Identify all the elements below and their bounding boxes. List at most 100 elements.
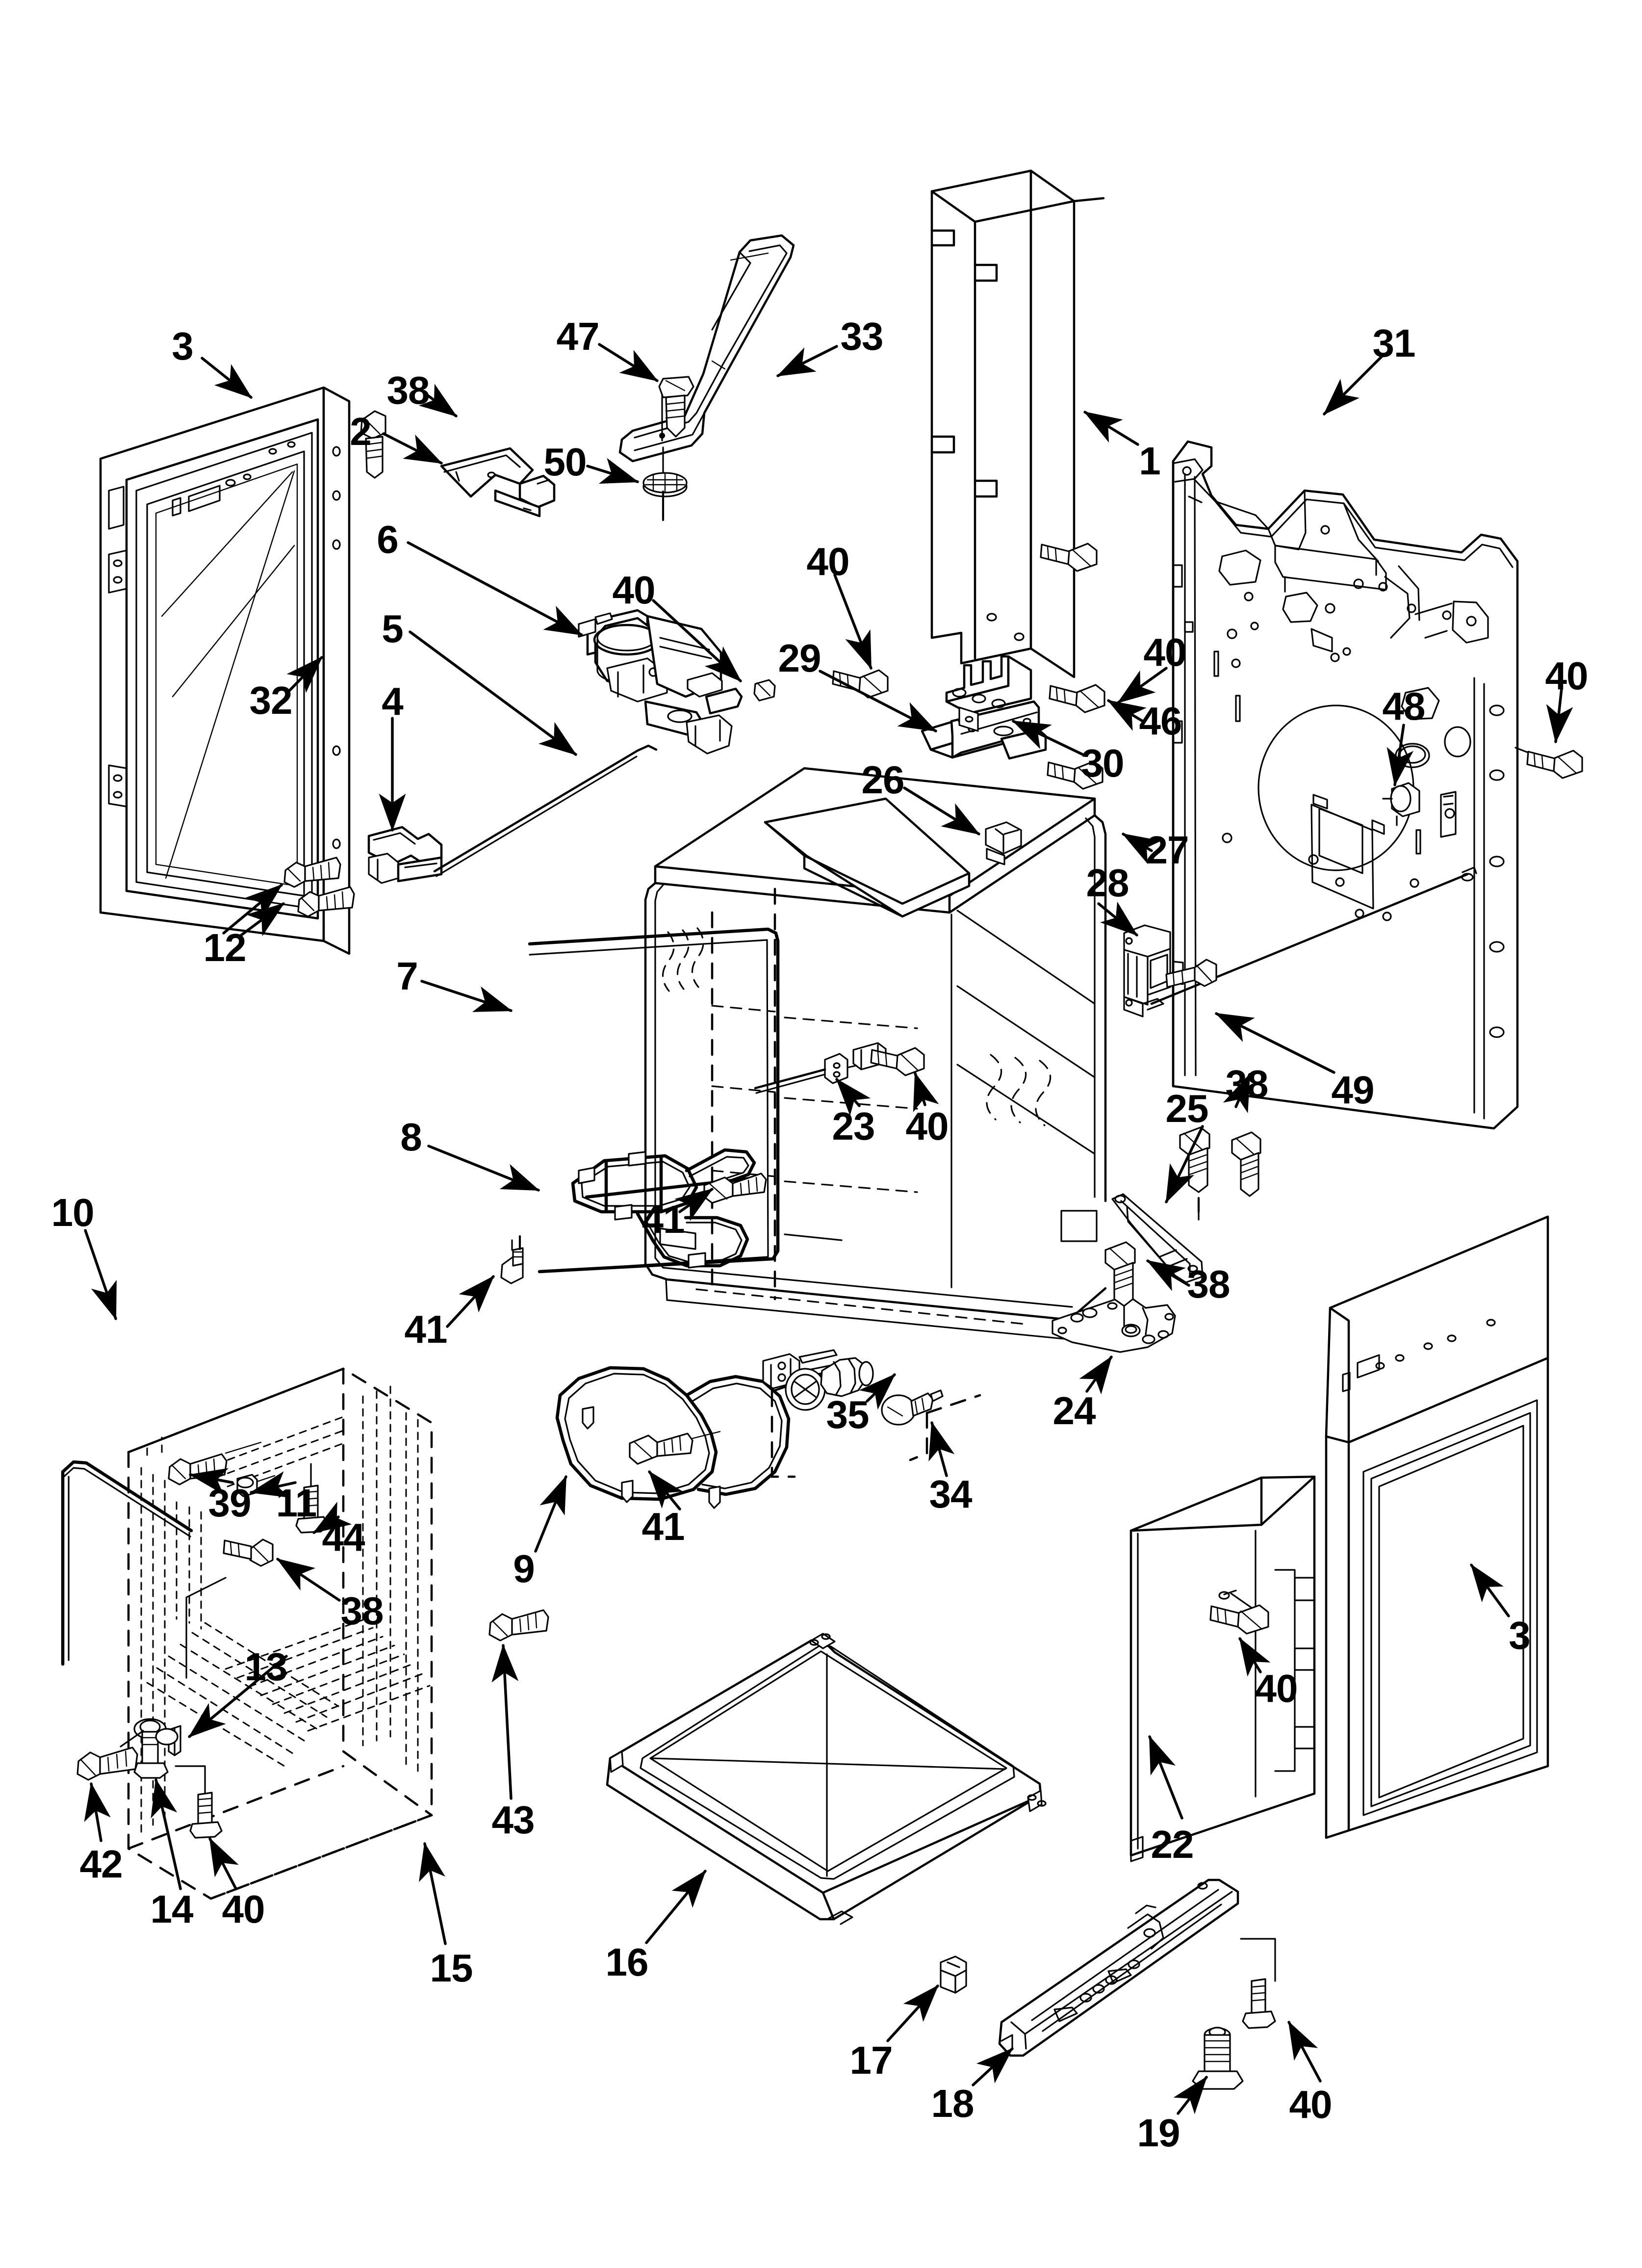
callout-number-5: 5: [382, 607, 403, 651]
part-screw-38-d: [223, 1538, 274, 1567]
callout-number-41: 41: [404, 1307, 448, 1351]
callout-number-10: 10: [51, 1191, 95, 1234]
callout-number-34: 34: [929, 1472, 973, 1516]
callout-number-41: 41: [641, 1505, 685, 1548]
callout-number-28: 28: [1086, 861, 1129, 905]
part-grommet-plug: [1382, 782, 1420, 826]
callout-number-48: 48: [1382, 684, 1426, 728]
part-screw-38-c: [1104, 1241, 1136, 1328]
callout-number-32: 32: [249, 678, 293, 722]
callout-number-12: 12: [203, 926, 247, 969]
callout-number-44: 44: [322, 1515, 365, 1559]
callout-number-9: 9: [513, 1547, 535, 1590]
part-leveling-nut-14: [120, 1718, 179, 1779]
callout-number-17: 17: [849, 2038, 893, 2082]
callout-number-41: 41: [641, 1198, 685, 1241]
callout-number-26: 26: [861, 758, 905, 802]
part-door-panel-right: [1325, 1215, 1549, 1839]
part-latch-rod: [433, 744, 658, 877]
callout-number-14: 14: [150, 1887, 194, 1931]
callout-number-31: 31: [1372, 321, 1416, 365]
callout-number-29: 29: [778, 636, 821, 680]
callout-number-13: 13: [244, 1645, 288, 1689]
part-door-panel-left: [99, 386, 351, 955]
callout-number-3: 3: [172, 324, 193, 368]
callout-number-8: 8: [400, 1115, 422, 1159]
part-screw-41-c: [629, 1431, 721, 1465]
part-hinge-plate-24: [1052, 1298, 1176, 1353]
callout-number-40: 40: [1545, 654, 1589, 698]
callout-number-38: 38: [386, 368, 430, 412]
callout-number-40: 40: [612, 568, 656, 612]
callout-number-2: 2: [350, 410, 371, 453]
part-screw-38-near-28: [1165, 959, 1217, 988]
callout-number-39: 39: [208, 1481, 252, 1525]
callout-number-38: 38: [1225, 1062, 1269, 1106]
callout-number-43: 43: [491, 1798, 535, 1842]
callout-number-1: 1: [1139, 439, 1160, 483]
part-handle-bracket: [618, 234, 795, 481]
callout-number-40: 40: [806, 540, 850, 583]
part-terminal-block-bracket: [1123, 924, 1171, 1017]
callout-number-15: 15: [430, 1946, 473, 1990]
part-insulation-wrap-wire: [61, 1460, 193, 1666]
part-screw-42: [77, 1747, 138, 1781]
part-screw-40-f: [175, 1765, 223, 1839]
callout-number-33: 33: [840, 314, 884, 358]
callout-number-18: 18: [931, 2082, 975, 2125]
leader-lines: [84, 343, 1573, 2115]
callout-number-40: 40: [1289, 2083, 1333, 2126]
part-screw-46: [1049, 684, 1105, 713]
part-screw-47: [658, 376, 694, 438]
callout-number-25: 25: [1165, 1087, 1209, 1130]
part-rack-guide-wire: [528, 927, 780, 1274]
part-screws-12: [283, 857, 355, 917]
callout-number-6: 6: [377, 518, 398, 561]
callout-number-40: 40: [1255, 1667, 1298, 1710]
callout-number-7: 7: [396, 954, 418, 998]
callout-number-19: 19: [1137, 2111, 1180, 2155]
callout-number-46: 46: [1139, 699, 1182, 743]
part-latch-bracket: [367, 826, 443, 884]
callout-number-49: 49: [1331, 1068, 1375, 1112]
callout-number-16: 16: [605, 1940, 649, 1984]
part-screw-40-d-right: [1514, 747, 1583, 779]
part-rear-panel: [1172, 440, 1519, 1130]
callout-number-11: 11: [276, 1481, 317, 1525]
callout-number-42: 42: [79, 1842, 123, 1886]
part-screw-29: [753, 679, 776, 702]
callout-number-40: 40: [1143, 630, 1187, 674]
part-terminal-block: [945, 655, 1032, 732]
callout-number-50: 50: [543, 440, 587, 484]
part-bake-element: [571, 1148, 756, 1269]
part-screw-38-top-left: [360, 410, 386, 479]
part-left-side-panel: [930, 169, 1105, 678]
part-drawer-glide-clip: [940, 1955, 967, 1994]
part-drawer-pan: [606, 1633, 1047, 1925]
part-screw-43: [488, 1609, 549, 1642]
callout-number-40: 40: [222, 1887, 265, 1931]
part-broil-element: [555, 1349, 838, 1509]
part-leveling-leg: [1192, 2027, 1244, 2090]
callout-number-38: 38: [340, 1589, 384, 1633]
callout-number-47: 47: [556, 314, 600, 358]
callout-number-38: 38: [1187, 1262, 1231, 1306]
part-door-hinge-receiver: [440, 447, 556, 518]
callout-number-27: 27: [1146, 828, 1189, 872]
part-screw-41-b: [500, 1239, 524, 1284]
part-drawer-glide-rail: [998, 1878, 1239, 2057]
callout-number-3: 3: [1509, 1614, 1530, 1657]
part-screw-27-near: [1047, 760, 1103, 790]
callout-number-40: 40: [905, 1104, 949, 1148]
part-screw-40-c-top: [1040, 543, 1098, 572]
callout-number-35: 35: [826, 1393, 870, 1436]
part-screw-38-b-rear: [1231, 1131, 1261, 1197]
callout-number-23: 23: [832, 1104, 875, 1148]
part-screw-40-cavity: [870, 1047, 925, 1076]
callout-number-4: 4: [382, 679, 403, 723]
part-side-panel-right: [1129, 1475, 1316, 1862]
part-washer-50: [642, 472, 688, 497]
callout-number-24: 24: [1052, 1389, 1096, 1433]
